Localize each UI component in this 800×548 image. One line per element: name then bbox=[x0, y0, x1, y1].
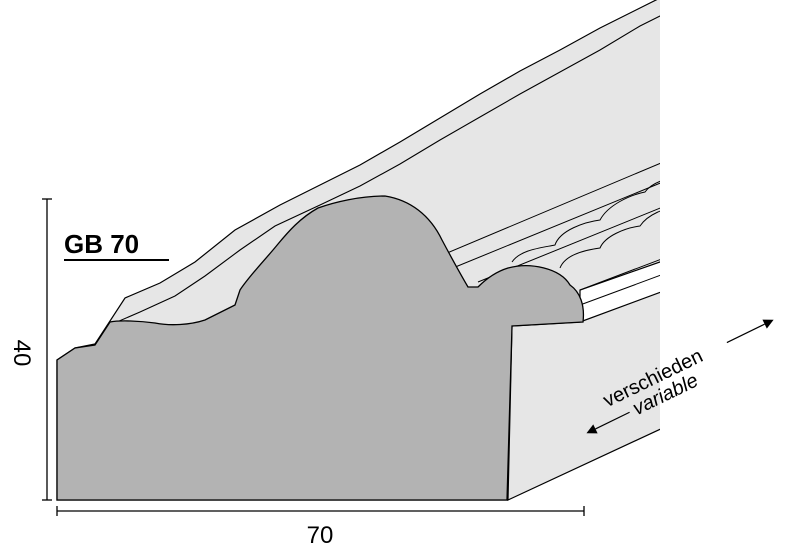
lower-edge-line bbox=[579, 274, 660, 306]
profile-code-label: GB 70 bbox=[64, 229, 139, 259]
length-arrow-left-head bbox=[586, 424, 598, 434]
length-arrow-left-line bbox=[595, 411, 630, 430]
profile-cross-section bbox=[56, 195, 585, 501]
bead-ornament bbox=[511, 180, 660, 291]
groove-line-2 bbox=[447, 182, 660, 271]
moulding-ridge-line bbox=[109, 15, 660, 326]
length-arrow-right-head bbox=[762, 319, 774, 329]
length-arrow-right-line bbox=[726, 323, 765, 344]
width-label: 70 bbox=[307, 522, 334, 548]
groove-line-1 bbox=[439, 162, 660, 257]
height-label: 40 bbox=[8, 340, 35, 367]
